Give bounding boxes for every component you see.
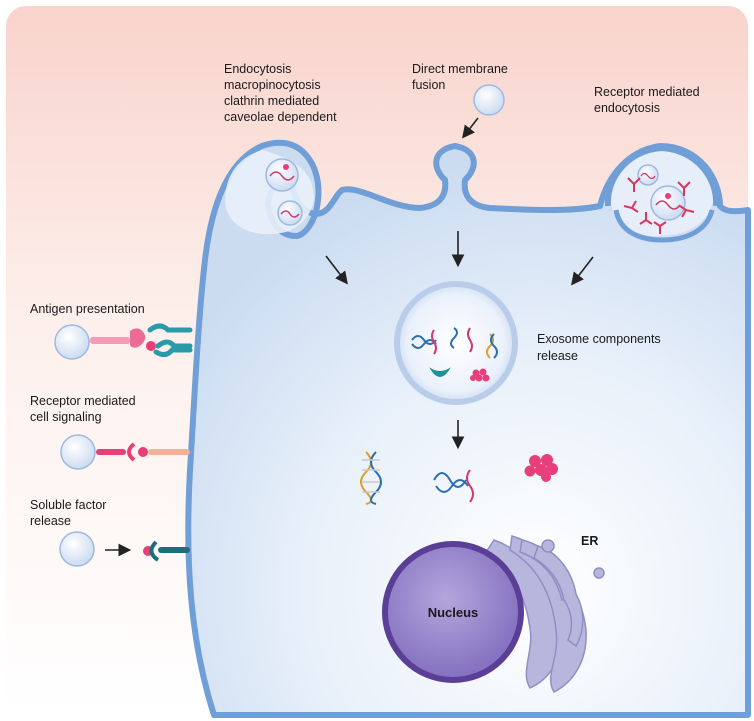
soluble-factor-group: [59, 531, 190, 567]
fusion-arrow: [462, 117, 479, 139]
nucleus-label: Nucleus: [428, 605, 479, 620]
receptor-endocytosis-label: Receptor mediated endocytosis: [594, 85, 700, 115]
cargo-dna-color: [486, 333, 498, 359]
er-label: ER: [581, 534, 598, 548]
svg-text:release: release: [30, 514, 71, 528]
svg-text:macropinocytosis: macropinocytosis: [224, 78, 321, 92]
antigen-presentation-label: Antigen presentation: [30, 302, 145, 316]
svg-text:endocytosis: endocytosis: [594, 101, 660, 115]
exosome-release-vesicle: [394, 281, 518, 405]
endocytosis-vesicle-1: [265, 158, 299, 192]
svg-text:Antigen presentation: Antigen presentation: [30, 302, 145, 316]
svg-text:fusion: fusion: [412, 78, 445, 92]
receptor-signaling-group: [60, 434, 190, 470]
svg-text:cell signaling: cell signaling: [30, 410, 102, 424]
svg-text:clathrin mediated: clathrin mediated: [224, 94, 319, 108]
endocytosis-label: Endocytosis macropinocytosis clathrin me…: [224, 62, 337, 124]
svg-text:caveolae dependent: caveolae dependent: [224, 110, 337, 124]
receptor-pocket-rim: [604, 144, 720, 207]
endocytosis-vesicle-2: [277, 200, 303, 226]
receptor-vesicle-small: [637, 164, 659, 186]
released-dna-blue: [433, 472, 469, 493]
released-lipid-cluster: [524, 454, 558, 482]
er-stacks: [484, 535, 605, 693]
released-rna-pink: [466, 469, 474, 503]
svg-text:Exosome components: Exosome components: [537, 332, 661, 346]
receptor-vesicle-large: [650, 185, 686, 221]
cargo-protein-teal: [429, 367, 451, 377]
cargo-lipid-cluster: [470, 368, 490, 382]
nucleus: [382, 541, 524, 683]
cell-body: [185, 139, 751, 718]
svg-text:release: release: [537, 349, 578, 363]
cargo-rna-pink-2: [467, 327, 473, 353]
svg-text:Direct membrane: Direct membrane: [412, 62, 508, 76]
endocytosis-arrow: [325, 255, 348, 285]
receptor-y-shapes: [623, 177, 695, 234]
cargo-rna-blue: [450, 327, 458, 349]
membrane-fusion-label: Direct membrane fusion: [412, 62, 508, 92]
soluble-factor-label: Soluble factor release: [30, 498, 106, 528]
receptor-pocket-inner: [613, 209, 715, 243]
fusion-vesicle: [473, 84, 505, 116]
svg-text:Receptor mediated: Receptor mediated: [30, 394, 136, 408]
receptor-signaling-label: Receptor mediated cell signaling: [30, 394, 136, 424]
antigen-presentation-group: [54, 323, 193, 360]
receptor-entry-arrow: [571, 256, 594, 286]
cargo-rna-pink: [431, 329, 437, 355]
svg-text:Receptor mediated: Receptor mediated: [594, 85, 700, 99]
exosome-release-label: Exosome components release: [537, 332, 661, 363]
released-dna-double: [360, 451, 382, 505]
svg-text:Soluble factor: Soluble factor: [30, 498, 106, 512]
svg-text:Endocytosis: Endocytosis: [224, 62, 291, 76]
